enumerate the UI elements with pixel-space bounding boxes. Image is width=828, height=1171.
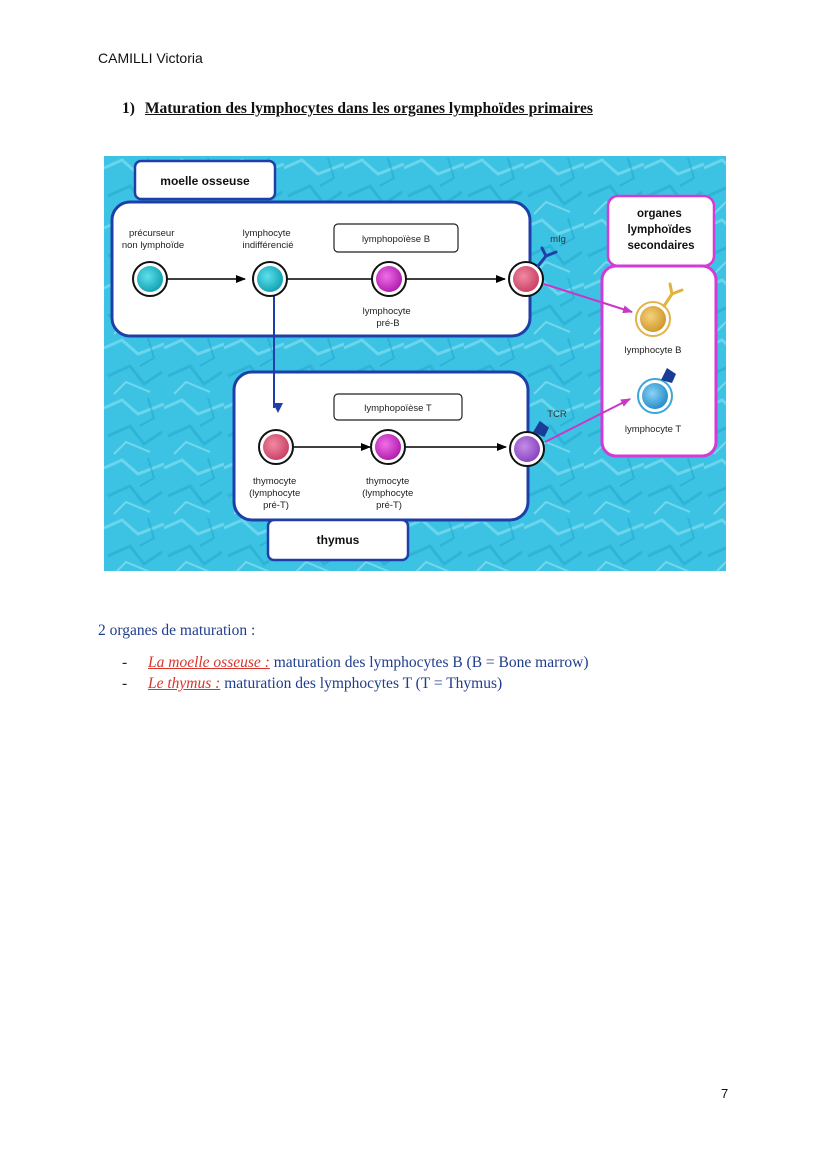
bone-marrow-label: moelle osseuse	[160, 174, 250, 188]
section-title: Maturation des lymphocytes dans les orga…	[144, 100, 593, 117]
lymphocyte-maturation-diagram: moelle osseuse thymus organes lymphoïdes…	[104, 156, 726, 571]
arrow-t-to-secondary	[544, 398, 631, 443]
list-item-text: maturation des lymphocytes B (B = Bone m…	[269, 654, 589, 671]
mature-t-cell	[637, 368, 676, 414]
lymphocyte-b-label: lymphocyte B	[624, 345, 681, 356]
section-number: 1)	[122, 100, 135, 117]
list-dash: -	[122, 675, 128, 692]
tcr-label: TCR	[547, 409, 567, 420]
mig-receptor-icon	[536, 246, 558, 268]
tcr-receptor-icon	[532, 420, 549, 437]
lymphopoiesis-b-label: lymphopoïèse B	[362, 234, 430, 245]
thymocyte-1-label: thymocyte (lymphocyte pré-T)	[249, 476, 303, 511]
author-name: CAMILLI Victoria	[98, 50, 203, 66]
lymphopoiesis-t-box	[333, 393, 463, 421]
bone-marrow-box	[110, 200, 532, 338]
lymphopoiesis-t-label: lymphopoïèse T	[364, 403, 432, 414]
b-lymphocyte-cell	[508, 246, 558, 297]
list-dash: -	[122, 654, 128, 671]
page-number: 7	[721, 1086, 729, 1101]
mature-b-receptor-icon	[662, 282, 684, 308]
thymus-label: thymus	[317, 533, 360, 547]
list-item-term: Le thymus :	[148, 675, 221, 692]
thymocyte-cell-2	[370, 429, 406, 465]
thymus-label-box	[266, 518, 410, 562]
pre-b-label: lymphocyte pré-B	[363, 306, 414, 329]
thymocyte-cell-1	[258, 429, 294, 465]
section-heading: 1) Maturation des lymphocytes dans les or…	[122, 100, 593, 118]
list-item: - La moelle osseuse : maturation des lymp…	[122, 652, 589, 673]
mature-t-receptor-icon	[661, 368, 676, 383]
thymocyte-2-label: thymocyte (lymphocyte pré-T)	[362, 476, 416, 511]
mig-label: mIg	[550, 234, 566, 245]
list-item: - Le thymus : maturation des lymphocytes …	[122, 673, 589, 694]
undifferentiated-label: lymphocyte indifférencié	[242, 228, 293, 251]
precursor-cell	[132, 261, 168, 297]
intro-text: 2 organes de maturation :	[98, 622, 256, 639]
list-item-term: La moelle osseuse :	[148, 654, 270, 671]
secondary-organs-label: organes lymphoïdes secondaires	[627, 208, 694, 252]
pre-b-cell	[371, 261, 407, 297]
bone-marrow-label-box	[133, 159, 277, 201]
secondary-organs-box	[600, 264, 718, 458]
arrow-b-to-secondary	[543, 283, 633, 314]
lymphocyte-t-label: lymphocyte T	[625, 424, 682, 435]
list-item-text: maturation des lymphocytes T (T = Thymus…	[220, 675, 503, 692]
lymphopoiesis-b-box	[333, 223, 459, 253]
t-lymphocyte-cell	[509, 420, 549, 467]
mature-b-cell	[635, 282, 684, 337]
maturation-organs-list: - La moelle osseuse : maturation des lymp…	[122, 652, 589, 694]
undifferentiated-cell	[252, 261, 288, 297]
precursor-label: précurseur non lymphoïde	[122, 228, 184, 251]
